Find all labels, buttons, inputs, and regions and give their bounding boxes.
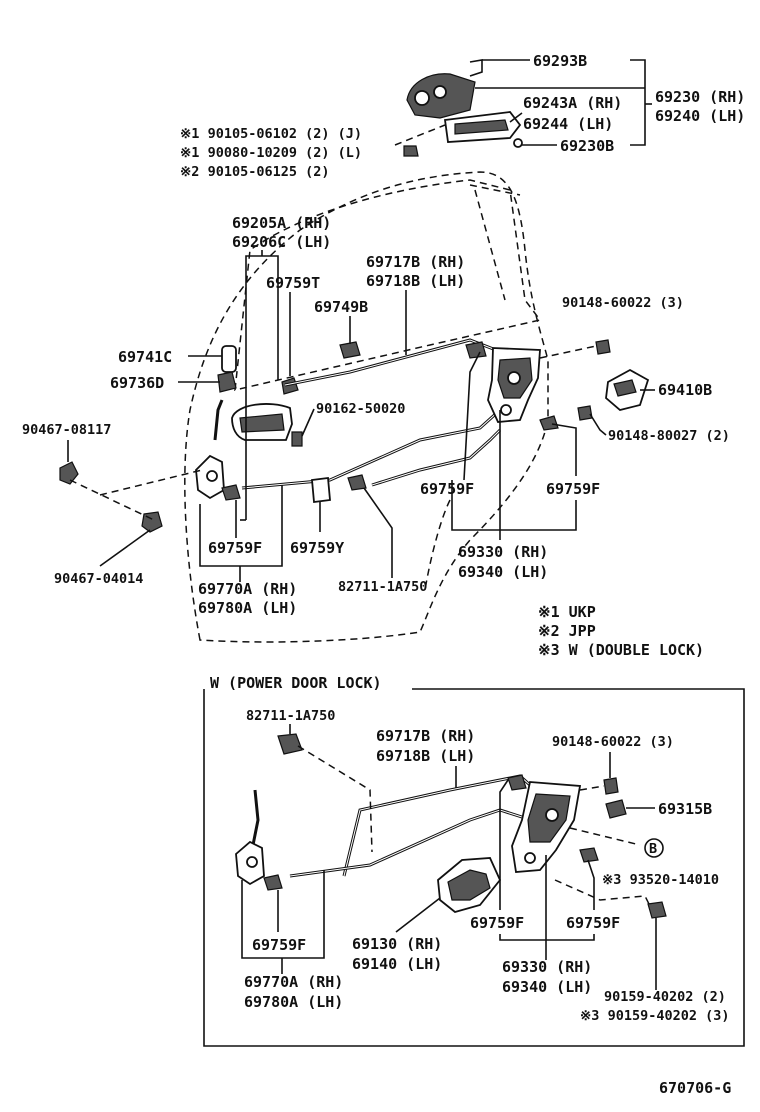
top-leader-lines [67, 59, 655, 582]
legend: ※1 UKP ※2 JPP ※3 W (DOUBLE LOCK) [538, 603, 704, 659]
box-label-69718B-lh: 69718B (LH) [376, 747, 475, 765]
grommet-and-screw [59, 461, 163, 533]
power-door-lock-box: W (POWER DOOR LOCK) [203, 674, 745, 1047]
legend-jpp: ※2 JPP [538, 622, 596, 640]
label-90467-08117: 90467-08117 [22, 422, 111, 438]
label-69244-lh: 69244 (LH) [523, 115, 613, 133]
label-69243A-rh: 69243A (RH) [523, 94, 622, 112]
label-69749B: 69749B [314, 298, 368, 316]
label-69330-rh: 69330 (RH) [458, 543, 548, 561]
door-outline [184, 171, 549, 643]
label-90148-60022: 90148-60022 (3) [562, 295, 684, 311]
note-1a: ※1 90105-06102 (2) (J) [180, 126, 362, 142]
label-69759F-right: 69759F [546, 480, 600, 498]
label-69736D: 69736D [110, 374, 164, 392]
label-69717B-rh: 69717B (RH) [366, 253, 465, 271]
box-label-90159-40202: 90159-40202 (2) [604, 989, 726, 1005]
box-label-90148-60022: 90148-60022 (3) [552, 734, 674, 750]
label-90467-04014: 90467-04014 [54, 571, 143, 587]
dashed-leaders [69, 345, 597, 591]
label-69759F-mid: 69759F [420, 480, 474, 498]
handle-screws [394, 124, 446, 157]
box-title: W (POWER DOOR LOCK) [210, 674, 382, 692]
label-69759F-left: 69759F [208, 539, 262, 557]
box-label-69759F-a: 69759F [470, 914, 524, 932]
box-label-93520-14010: ※3 93520-14010 [602, 872, 719, 888]
legend-ukp: ※1 UKP [538, 603, 596, 621]
outside-handle-assembly [406, 59, 523, 148]
label-69759T: 69759T [266, 274, 320, 292]
label-90148-80027: 90148-80027 (2) [608, 428, 730, 444]
box-leader-lines [241, 724, 664, 990]
box-label-circle-b: B [649, 841, 657, 857]
label-69770A-rh: 69770A (RH) [198, 580, 297, 598]
label-69205A-rh: 69205A (RH) [232, 214, 331, 232]
box-labels: 82711-1A750 69717B (RH) 69718B (LH) 9014… [244, 708, 729, 1024]
label-69230-rh: 69230 (RH) [655, 88, 745, 106]
diagram-code: 670706-G [659, 1079, 731, 1097]
box-label-69130-rh: 69130 (RH) [352, 935, 442, 953]
striker-screws [577, 339, 611, 421]
door-lock-assembly [487, 347, 541, 423]
box-label-69770A-rh: 69770A (RH) [244, 973, 343, 991]
box-label-69330-rh: 69330 (RH) [502, 958, 592, 976]
box-label-69340-lh: 69340 (LH) [502, 978, 592, 996]
box-label-90159-40202-w: ※3 90159-40202 (3) [580, 1008, 729, 1024]
label-69206C-lh: 69206C (LH) [232, 233, 331, 251]
label-69240-lh: 69240 (LH) [655, 107, 745, 125]
box-label-69717B-rh: 69717B (RH) [376, 727, 475, 745]
note-1b: ※1 90080-10209 (2) (L) [180, 145, 362, 161]
top-labels: 69293B 69230 (RH) 69240 (LH) 69243A (RH)… [22, 52, 745, 617]
label-69759Y: 69759Y [290, 539, 344, 557]
box-label-69780A-lh: 69780A (LH) [244, 993, 343, 1011]
rod-clips [221, 341, 559, 504]
label-69293B: 69293B [533, 52, 587, 70]
label-69410B: 69410B [658, 381, 712, 399]
label-69780A-lh: 69780A (LH) [198, 599, 297, 617]
box-label-69315B: 69315B [658, 800, 712, 818]
callout-circle-b [644, 838, 664, 858]
legend-w-double-lock: ※3 W (DOUBLE LOCK) [538, 641, 704, 659]
label-69718B-lh: 69718B (LH) [366, 272, 465, 290]
label-69741C: 69741C [118, 348, 172, 366]
label-90162-50020: 90162-50020 [316, 401, 405, 417]
label-82711-1A750: 82711-1A750 [338, 579, 427, 595]
label-69230B: 69230B [560, 137, 614, 155]
label-69340-lh: 69340 (LH) [458, 563, 548, 581]
box-label-69759F-b: 69759F [566, 914, 620, 932]
box-label-69759F-c: 69759F [252, 936, 306, 954]
bell-crank [195, 454, 225, 500]
box-label-69140-lh: 69140 (LH) [352, 955, 442, 973]
box-label-82711-1A750: 82711-1A750 [246, 708, 335, 724]
box-dashed-leaders [297, 745, 651, 907]
striker [605, 368, 650, 411]
box-parts [235, 733, 667, 919]
note-2: ※2 90105-06125 (2) [180, 164, 329, 180]
